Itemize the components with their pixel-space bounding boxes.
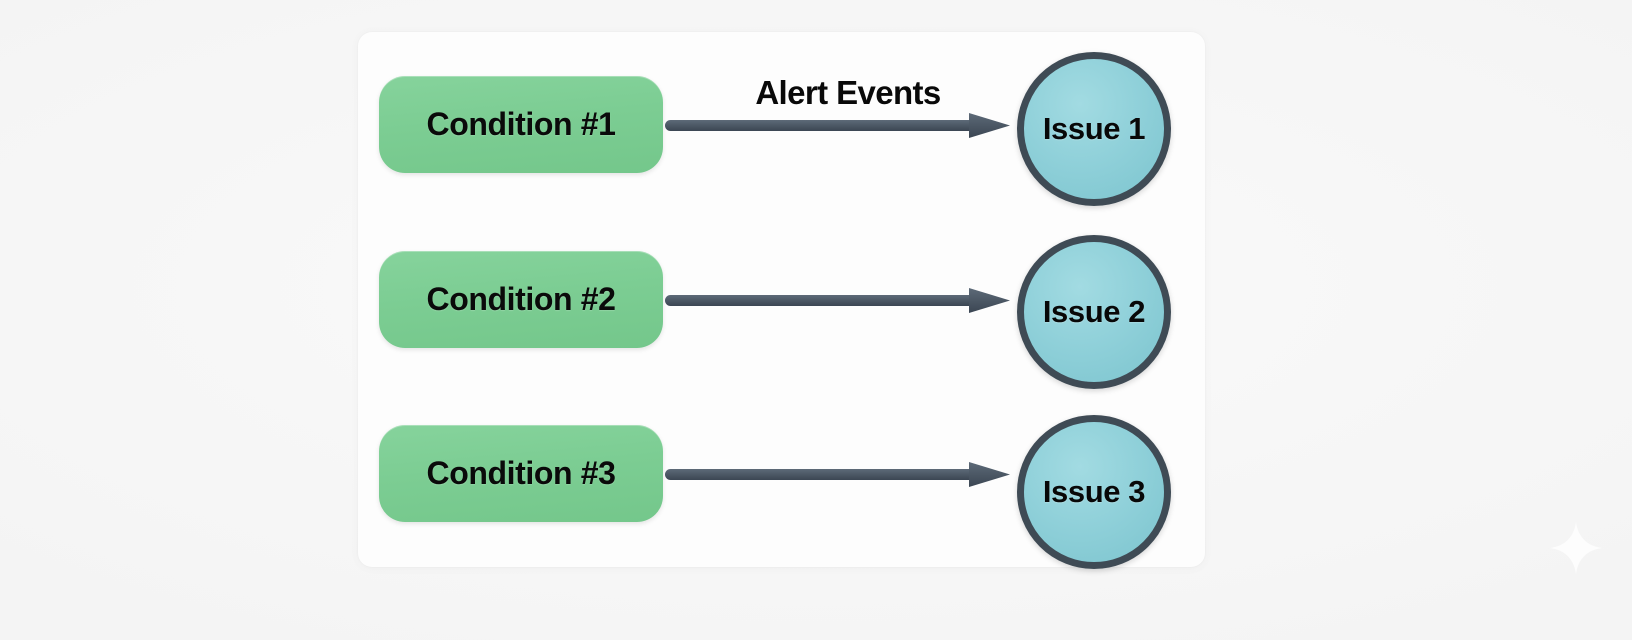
diagram-panel: Condition #1 Alert Events xyxy=(358,32,1205,569)
condition-node-3[interactable]: Condition #3 xyxy=(379,425,663,522)
flow-row: Condition #3 Issue 3 xyxy=(358,393,1205,569)
condition-node-1[interactable]: Condition #1 xyxy=(379,76,663,173)
sparkle-icon xyxy=(1550,522,1602,574)
issue-node-3[interactable]: Issue 3 xyxy=(1017,415,1171,569)
issue-node-label: Issue 2 xyxy=(1042,294,1146,329)
issue-node-1[interactable]: Issue 1 xyxy=(1017,52,1171,206)
arrow-right-icon xyxy=(665,113,1010,138)
arrow-connector-3 xyxy=(663,453,1018,495)
arrow-right-icon xyxy=(665,462,1010,487)
condition-node-label: Condition #2 xyxy=(426,281,616,317)
arrow-label-alert-events: Alert Events xyxy=(755,74,941,111)
flow-row: Condition #2 Issue 2 xyxy=(358,219,1205,389)
arrow-right-icon xyxy=(665,288,1010,313)
flow-row: Condition #1 Alert Events xyxy=(358,44,1205,214)
condition-node-2[interactable]: Condition #2 xyxy=(379,251,663,348)
condition-node-label: Condition #1 xyxy=(426,106,616,142)
arrow-connector-2 xyxy=(663,279,1018,321)
condition-node-label: Condition #3 xyxy=(426,455,616,491)
issue-node-label: Issue 3 xyxy=(1042,474,1146,509)
issue-node-2[interactable]: Issue 2 xyxy=(1017,235,1171,389)
arrow-connector-1 xyxy=(663,104,1018,146)
issue-node-label: Issue 1 xyxy=(1042,111,1146,146)
